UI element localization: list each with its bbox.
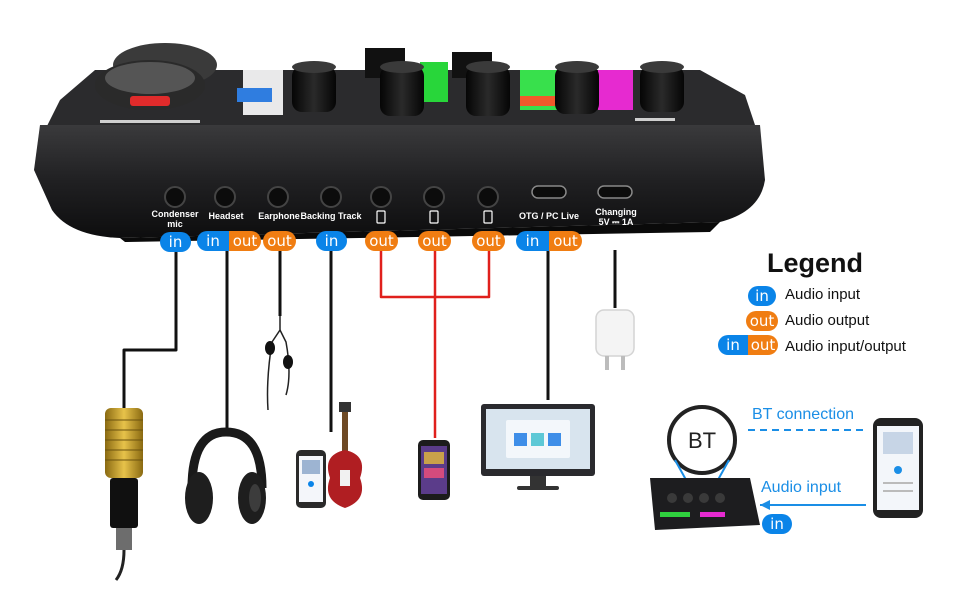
earphones-icon <box>265 316 293 411</box>
bt-audio-input-label: Audio input <box>761 479 842 496</box>
badge-out-3: out <box>472 231 505 251</box>
bt-speaker-icon <box>650 405 760 530</box>
port-label-headset: Headset <box>208 211 244 221</box>
badge-out: out <box>750 336 776 354</box>
legend-input-label: Audio input <box>785 286 861 303</box>
badge-in-condenser: in <box>160 232 191 252</box>
condenser-mic-icon <box>105 408 143 581</box>
badge-in: in <box>726 336 740 354</box>
bt-badge-in: in <box>762 514 792 534</box>
port-label-otg: OTG / PC Live <box>518 211 579 221</box>
port-label-backing-track: Backing Track <box>300 211 362 221</box>
headphones-icon <box>185 427 267 524</box>
legend-output-label: Audio output <box>785 312 870 329</box>
badge-out-earphone: out <box>263 231 296 251</box>
port-label-charging: Changing 5V ⎓ 1A <box>595 207 637 227</box>
legend-badge-out: out <box>746 311 778 331</box>
badge-out-2: out <box>418 231 451 251</box>
legend-badge-in: in <box>748 286 776 306</box>
monitor-icon <box>481 404 595 490</box>
smartphone-icon <box>296 450 326 508</box>
badge-in: in <box>525 232 540 250</box>
badge-in: in <box>206 232 220 250</box>
phone-icon <box>873 418 923 518</box>
guitar-icon <box>327 402 363 508</box>
badge-out-1: out <box>365 231 398 251</box>
badge-in-backing-track: in <box>316 231 347 251</box>
legend-inout-label: Audio input/output <box>785 338 906 355</box>
legend-title: Legend <box>767 248 864 278</box>
bt-lines <box>748 429 866 510</box>
badge-out: out <box>553 232 578 250</box>
cables <box>122 248 617 438</box>
bt-connection-label: BT connection <box>752 406 854 423</box>
usb-charger-icon <box>595 309 635 370</box>
port-label-earphone: Earphone <box>258 211 300 221</box>
bt-badge-label: BT <box>687 428 717 453</box>
port-label-condenser-mic: Condenser mic <box>151 209 199 229</box>
smartphone-icon <box>418 440 450 500</box>
sound-card-device <box>34 43 765 242</box>
badge-out: out <box>232 232 258 250</box>
